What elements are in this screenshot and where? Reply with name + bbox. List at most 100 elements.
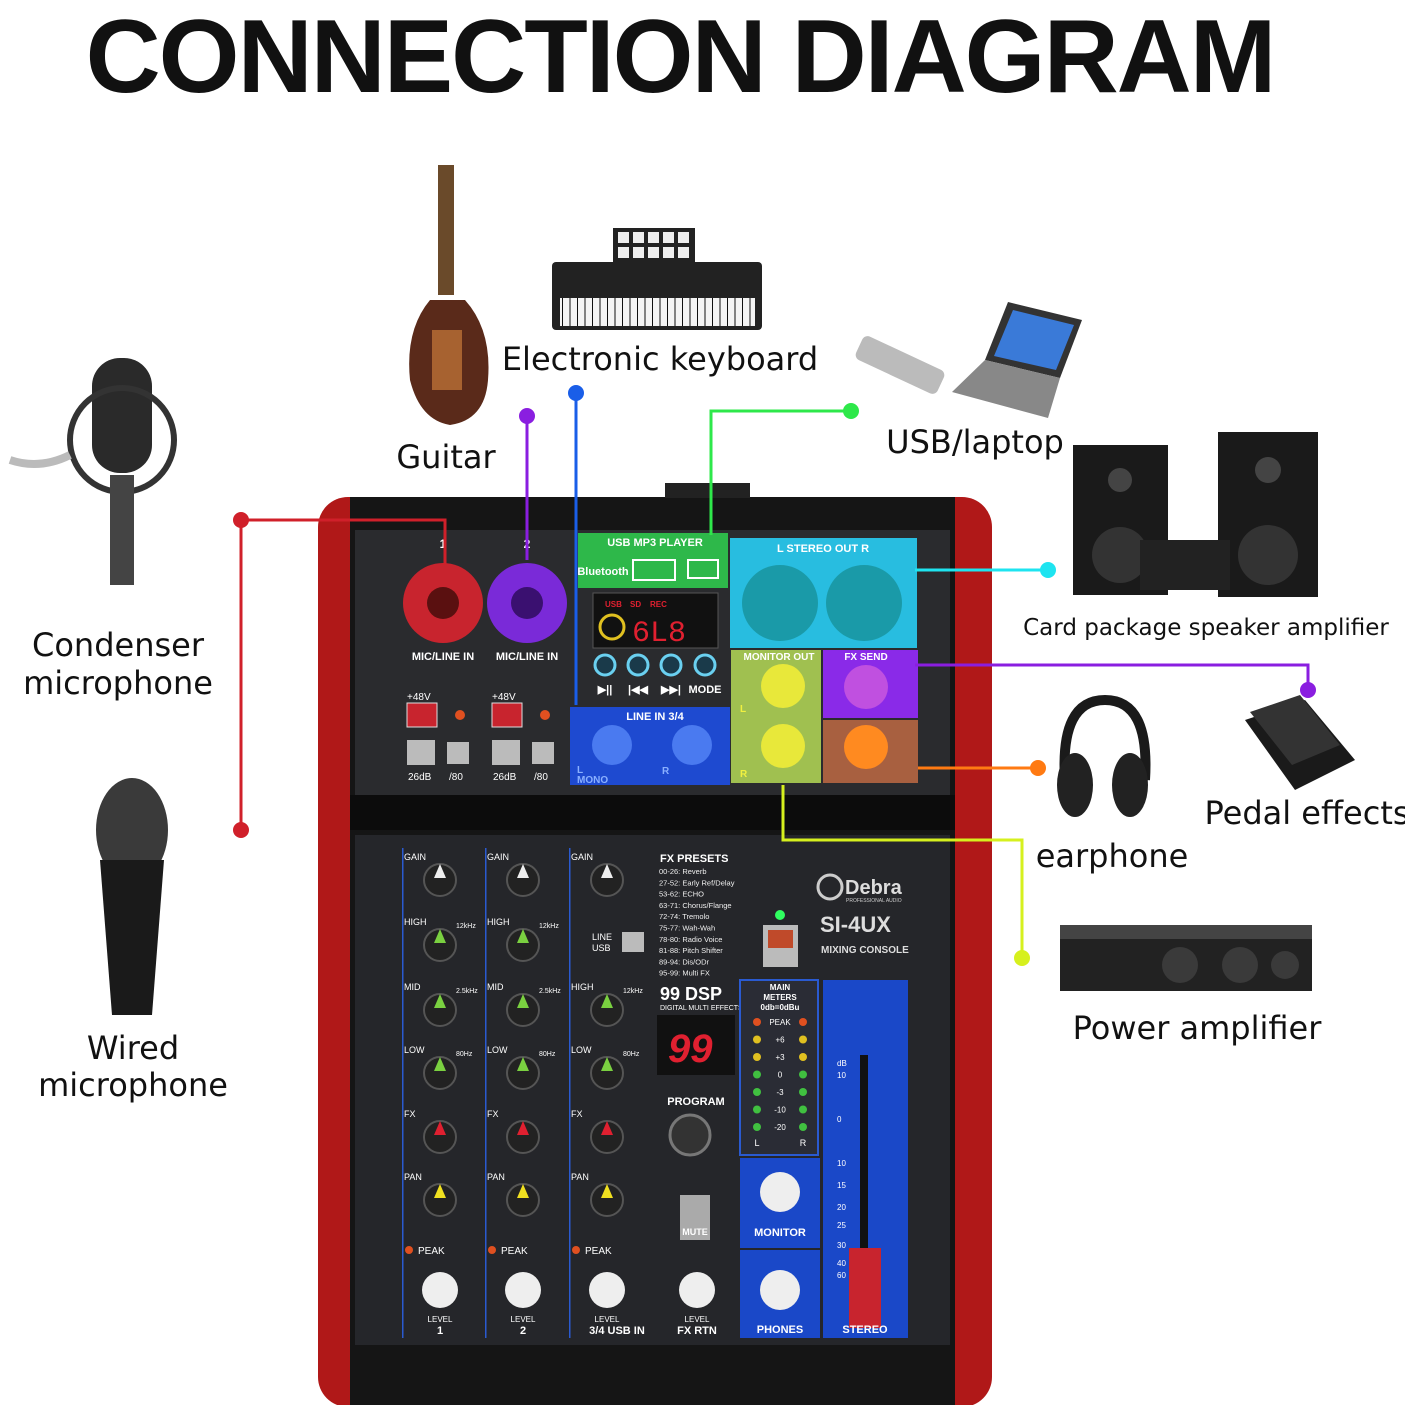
transport-button-0[interactable] (593, 653, 617, 677)
meters-title: METERS (763, 993, 797, 1002)
meter-scale-label: 0 (778, 1071, 783, 1080)
ch1-pad-switch[interactable] (407, 740, 435, 765)
phones-level-knob[interactable] (760, 1270, 800, 1310)
display-tag-usb: USB (605, 600, 622, 609)
key-divider (614, 298, 616, 326)
key-divider (629, 298, 631, 326)
peak-label: PEAK (418, 1246, 445, 1257)
key-divider (704, 298, 706, 326)
meter-scale-label: -10 (774, 1106, 786, 1115)
key-divider (592, 298, 593, 326)
ch2-pad-switch[interactable] (492, 740, 520, 765)
ch1-hpf-switch[interactable] (447, 742, 469, 764)
knob-pointer (434, 864, 446, 878)
knob-pointer (601, 864, 613, 878)
label-wired-microphone-2: microphone (38, 1066, 228, 1104)
knob-pointer (434, 1121, 446, 1135)
stereo-out-label: L STEREO OUT R (777, 543, 869, 555)
transport-button-1[interactable] (626, 653, 650, 677)
guitar-image (409, 165, 489, 425)
connection-dot-guitar (519, 408, 535, 424)
transport-button-2[interactable] (659, 653, 683, 677)
meter-scale-label: -3 (776, 1088, 784, 1097)
fx-preset-item: 53-62: ECHO (659, 890, 704, 899)
meters-title: 0db=0dBu (761, 1003, 800, 1012)
transport-button-3[interactable] (693, 653, 717, 677)
meter-led-l (753, 1018, 761, 1026)
peak-label: PEAK (585, 1246, 612, 1257)
meter-led-l (753, 1053, 761, 1061)
monitor-level-knob[interactable] (760, 1172, 800, 1212)
pedal-image (1245, 695, 1355, 790)
fader-scale-label: 60 (837, 1271, 846, 1280)
monitor-l-label: L (740, 704, 746, 715)
program-encoder[interactable] (668, 1113, 712, 1157)
line-switch-label: LINE (592, 932, 612, 942)
line-in-label: LINE IN 3/4 (626, 711, 684, 723)
knob-pointer (601, 1184, 613, 1198)
key-divider (607, 298, 608, 326)
channel-1-number: 1 (440, 537, 447, 551)
knob-label: HIGH (487, 917, 510, 927)
meter-r-label: R (800, 1138, 807, 1148)
ch2-hpf-switch[interactable] (532, 742, 554, 764)
fader-scale-label: 10 (837, 1159, 846, 1168)
key-divider (719, 298, 721, 326)
key-divider (637, 298, 638, 326)
key-divider (569, 298, 571, 326)
channel-level-knob[interactable] (589, 1272, 625, 1308)
knob-freq: 80Hz (539, 1051, 556, 1058)
knob-pointer (517, 864, 529, 878)
knob-pointer (434, 1057, 446, 1071)
bluetooth-label: Bluetooth (577, 566, 629, 578)
line-usb-switch[interactable] (622, 932, 644, 952)
meter-led-r (799, 1088, 807, 1096)
model-name: SI-4UX (820, 912, 891, 937)
wired-microphone-image (96, 778, 168, 1015)
channel-level-knob[interactable] (505, 1272, 541, 1308)
stereo-out-r-jack (826, 565, 902, 641)
keyboard-pad (618, 232, 629, 243)
stereo-fader[interactable] (849, 1248, 881, 1328)
meter-led-r (799, 1035, 807, 1044)
fader-scale-label: 30 (837, 1241, 846, 1250)
keyboard-pad (618, 247, 629, 258)
key-divider (667, 298, 668, 326)
label-condenser-microphone-2: microphone (23, 664, 213, 702)
channel-strip-divider (402, 848, 404, 1338)
keyboard-image (552, 228, 762, 330)
fader-scale-label: 20 (837, 1203, 846, 1212)
monitor-out-r-jack (761, 724, 805, 768)
fx-preset-item: 78-80: Radio Voice (659, 935, 722, 944)
knob-label: PAN (571, 1172, 589, 1182)
keyboard-pad (648, 247, 659, 258)
fx-rtn-level-knob[interactable] (679, 1272, 715, 1308)
knob-pointer (517, 994, 529, 1008)
headphones-image (1057, 694, 1151, 817)
speakers-image (1073, 432, 1318, 597)
meters-title: MAIN (770, 983, 791, 992)
fx-preset-item: 75-77: Wah-Wah (659, 924, 715, 933)
label-condenser-microphone-1: Condenser (32, 626, 205, 664)
mute-label: MUTE (682, 1227, 708, 1237)
key-divider (659, 298, 661, 326)
key-divider (674, 298, 676, 326)
ch1-phantom-switch[interactable] (406, 702, 438, 728)
peak-led (405, 1246, 413, 1254)
mute-button[interactable] (680, 1195, 710, 1240)
connection-line-condenser (241, 518, 447, 565)
knob-label: HIGH (571, 982, 594, 992)
label-wired-microphone-1: Wired (87, 1029, 179, 1067)
meter-scale-label: +3 (775, 1053, 785, 1062)
fx-preset-item: 00-26: Reverb (659, 867, 707, 876)
fx-display: 99 (668, 1027, 713, 1071)
channel-level-knob[interactable] (422, 1272, 458, 1308)
channel-strip-divider (569, 848, 571, 1338)
ch2-phantom-switch[interactable] (491, 702, 523, 728)
usb-port-icon[interactable] (632, 559, 676, 581)
program-label: PROGRAM (667, 1096, 724, 1108)
knob-pointer (517, 929, 529, 943)
peak-led (488, 1246, 496, 1254)
usb-switch-label: USB (592, 943, 611, 953)
